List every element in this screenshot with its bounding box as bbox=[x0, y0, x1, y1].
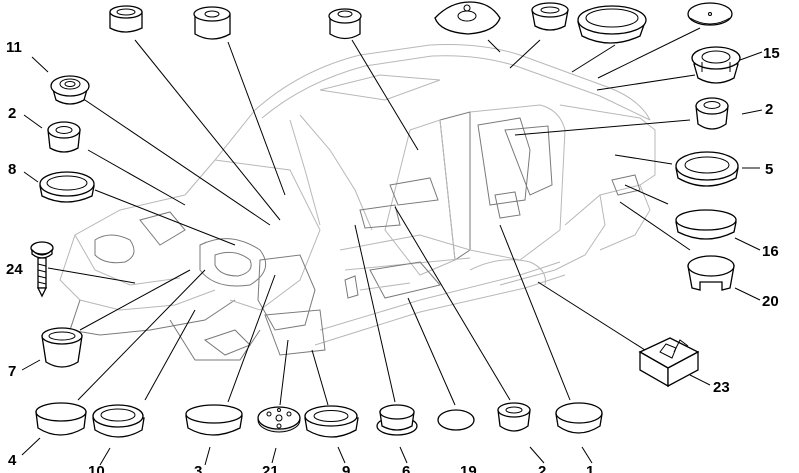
tick-3 bbox=[204, 446, 211, 466]
tick-8 bbox=[23, 171, 39, 183]
callout-6: 6 bbox=[402, 463, 410, 473]
leader-top-2 bbox=[227, 41, 286, 196]
tick-23 bbox=[689, 374, 711, 386]
part-11-grommet bbox=[50, 75, 90, 105]
callout-3: 3 bbox=[194, 463, 202, 473]
part-23-clip bbox=[638, 337, 700, 388]
tick-1 bbox=[581, 446, 593, 464]
callout-8: 8 bbox=[8, 161, 16, 178]
callout-19: 19 bbox=[460, 463, 477, 473]
leader-top-4 bbox=[487, 39, 501, 53]
tick-6 bbox=[399, 446, 408, 464]
callout-7: 7 bbox=[8, 363, 16, 380]
tick-21 bbox=[271, 447, 277, 464]
part-4-plug bbox=[35, 402, 87, 436]
part-top-grommet-4 bbox=[531, 2, 569, 31]
part-16-oval-plug bbox=[675, 209, 737, 240]
callout-24: 24 bbox=[6, 261, 23, 278]
leader-top-1 bbox=[134, 39, 281, 221]
part-top-grommet-3 bbox=[328, 8, 362, 40]
leader-10 bbox=[144, 309, 196, 401]
tick-7 bbox=[21, 359, 41, 371]
leader-4 bbox=[77, 269, 206, 401]
part-7-grommet bbox=[41, 327, 83, 368]
leader-6 bbox=[354, 224, 396, 403]
part-top-grommet-1 bbox=[109, 5, 143, 33]
part-19-disc bbox=[437, 409, 475, 431]
part-top-plug-large bbox=[577, 5, 647, 44]
leader-top-3 bbox=[351, 39, 419, 151]
leader-20 bbox=[619, 201, 691, 251]
callout-16: 16 bbox=[762, 243, 779, 260]
part-15-grommet bbox=[691, 46, 741, 84]
callout-2-bottom: 2 bbox=[538, 463, 546, 473]
tick-2-right bbox=[741, 109, 763, 115]
leader-23 bbox=[537, 281, 646, 351]
leader-2-bottom bbox=[394, 206, 511, 401]
callout-labels: 11 2 8 24 7 4 10 3 21 9 6 19 2 1 23 20 1… bbox=[6, 39, 780, 473]
tick-2-bottom bbox=[529, 446, 545, 464]
part-20-cap bbox=[687, 255, 735, 291]
callout-9: 9 bbox=[342, 463, 350, 473]
leader-2-right bbox=[514, 119, 691, 136]
leader-1 bbox=[499, 224, 571, 401]
part-top-plug-flat bbox=[687, 2, 733, 26]
callout-1: 1 bbox=[586, 463, 594, 473]
callout-2-right: 2 bbox=[765, 101, 773, 118]
part-2-right-grommet bbox=[695, 97, 729, 130]
callout-2-left: 2 bbox=[8, 105, 16, 122]
callout-23: 23 bbox=[713, 379, 730, 396]
part-2-left-grommet bbox=[47, 121, 81, 153]
part-10-oval-plug bbox=[92, 404, 145, 438]
leader-19 bbox=[407, 297, 456, 406]
part-top-grommet-2 bbox=[193, 6, 231, 40]
callout-21: 21 bbox=[262, 463, 279, 473]
leader-top-6 bbox=[571, 44, 616, 73]
part-24-screw bbox=[30, 241, 54, 298]
callout-20: 20 bbox=[762, 293, 779, 310]
car-body-shell bbox=[59, 43, 656, 361]
leader-5 bbox=[614, 154, 673, 165]
callout-15: 15 bbox=[763, 45, 780, 62]
leader-top-5 bbox=[509, 39, 541, 69]
tick-4 bbox=[21, 437, 41, 456]
part-9-plug bbox=[304, 405, 359, 438]
leader-8 bbox=[94, 189, 236, 246]
part-8-plug bbox=[39, 171, 95, 203]
part-1-plug bbox=[555, 402, 603, 434]
callout-11: 11 bbox=[6, 39, 22, 56]
leader-3 bbox=[227, 274, 276, 403]
part-top-bracket bbox=[434, 1, 501, 35]
part-3-oval-plug bbox=[185, 404, 243, 436]
callout-5: 5 bbox=[765, 161, 773, 178]
leader-2-left bbox=[87, 149, 186, 206]
tick-16 bbox=[734, 237, 761, 251]
tick-9 bbox=[337, 446, 346, 464]
part-2-bottom-grommet bbox=[497, 402, 531, 432]
tick-20 bbox=[734, 287, 761, 301]
tick-2-left bbox=[23, 114, 43, 129]
tick-11 bbox=[31, 56, 49, 73]
leader-15 bbox=[596, 74, 696, 91]
part-5-plug bbox=[675, 151, 739, 187]
leader-21 bbox=[279, 339, 289, 406]
callout-10: 10 bbox=[88, 463, 105, 473]
leader-9 bbox=[311, 349, 329, 406]
leader-7 bbox=[79, 269, 191, 331]
leader-11 bbox=[81, 97, 271, 226]
part-21-disc bbox=[257, 406, 301, 433]
leader-lines bbox=[21, 27, 763, 466]
leader-24 bbox=[47, 267, 136, 284]
leader-16 bbox=[624, 184, 669, 205]
tick-10 bbox=[99, 447, 111, 466]
tick-15 bbox=[739, 51, 763, 61]
leader-top-7 bbox=[597, 27, 701, 79]
part-6-grommet bbox=[376, 404, 418, 436]
callout-4: 4 bbox=[8, 452, 17, 469]
